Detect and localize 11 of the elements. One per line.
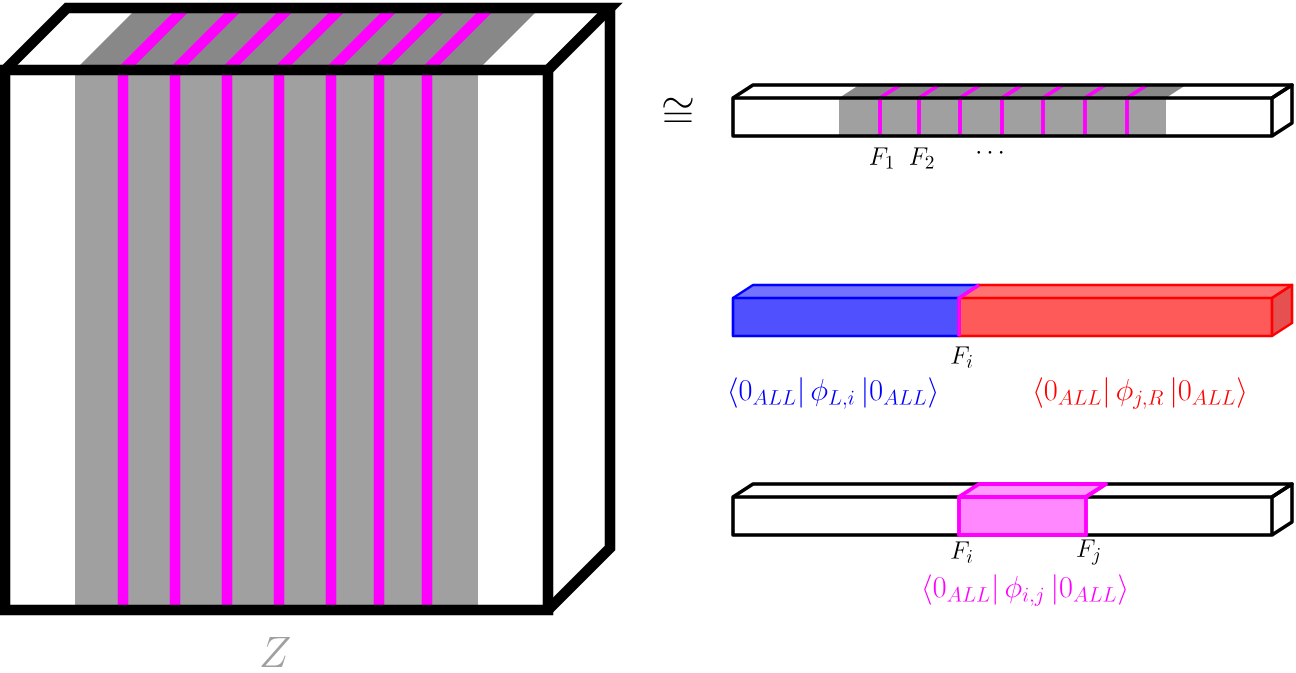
congruence-symbol: $\cong$ [663, 97, 693, 123]
ellipsis: $\cdots$ [977, 150, 1003, 154]
fiber-label: $F_j$ [1077, 539, 1100, 565]
bra-ket-formula: $\langle 0_{ALL}|\, \phi_{i,j}\, |0_{ALL}\rangle$ [924, 574, 1126, 606]
bra-ket-formula: $\langle 0_{ALL}|\, \phi_{j,R}\, |0_{ALL}\rangle$ [1035, 377, 1245, 409]
fiber-label: $F_1$ [869, 147, 893, 169]
fiber-label: $F_i$ [951, 541, 972, 563]
axis-label: $Z$ [261, 637, 290, 667]
fiber-label: $F_i$ [951, 346, 972, 368]
bra-ket-formula: $\langle 0_{ALL}|\, \phi_{L,i}\, |0_{ALL}\rangle$ [730, 377, 936, 409]
fiber-label: $F_2$ [909, 147, 934, 169]
